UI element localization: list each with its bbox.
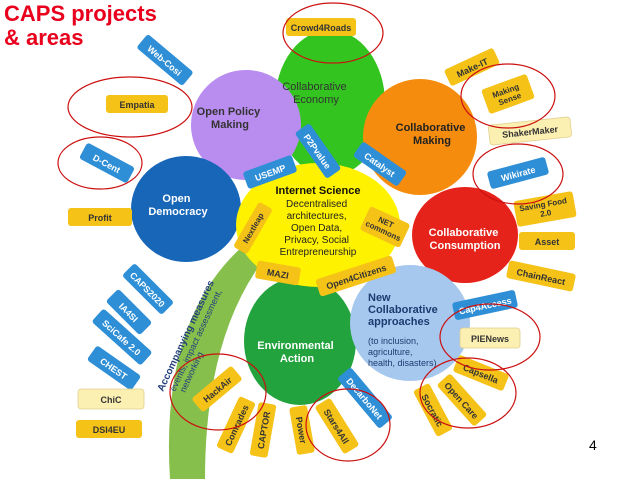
label-collaborative-economy: Collaborative Economy <box>282 81 349 106</box>
highlight-making-sense <box>460 63 556 129</box>
tag-dsi4eu: DSI4EU <box>76 420 142 438</box>
label-open-policy-making: Open Policy Making <box>197 106 264 131</box>
center-internet-science <box>236 163 400 287</box>
tag-shakermaker: ShakerMaker <box>488 116 572 146</box>
tag-power: Power <box>289 405 315 455</box>
svg-text:Empatia: Empatia <box>119 100 155 110</box>
tag-asset: Asset <box>519 232 575 250</box>
highlight-stars4all <box>305 388 391 462</box>
svg-text:DSI4EU: DSI4EU <box>93 425 126 435</box>
center-body: Decentralised architectures, Open Data, … <box>280 199 357 258</box>
tag-usemp: USEMP <box>243 155 297 189</box>
label-new-approaches-note: (to inclusion, agriculture, health, disa… <box>368 336 437 368</box>
tag-mazi: MAZI <box>255 260 301 286</box>
tag-making-sense: Making Sense <box>481 74 535 114</box>
highlight-open-care <box>419 357 517 429</box>
tag-comrades: Comrades <box>216 396 256 454</box>
tag-net-commons: NET commons <box>360 206 410 248</box>
highlight-empatia <box>67 76 193 138</box>
petal-environmental-action <box>244 277 356 405</box>
page-number: 4 <box>589 437 597 453</box>
svg-text:PIENews: PIENews <box>471 334 509 344</box>
page-title: CAPS projects & areas <box>4 2 157 50</box>
petal-open-policy-making <box>191 70 301 180</box>
petal-new-approaches <box>350 265 470 381</box>
tag-wikirate: Wikirate <box>487 157 549 189</box>
center-title: Internet Science <box>276 185 361 197</box>
tag-empatia: Empatia <box>106 95 168 113</box>
tag-crowd4roads: Crowd4Roads <box>286 18 356 36</box>
svg-text:ChiC: ChiC <box>101 395 122 405</box>
highlight-d-cent <box>57 136 143 190</box>
svg-text:Power: Power <box>294 416 309 445</box>
tag-profit: Profit <box>68 208 132 226</box>
petal-collaborative-consumption <box>412 187 518 283</box>
svg-text:Asset: Asset <box>535 237 560 247</box>
petal-open-democracy <box>131 156 241 262</box>
highlight-wikirate <box>472 143 564 205</box>
tag-pienews: PIENews <box>459 327 521 349</box>
label-collaborative-consumption: Collaborative Consumption <box>429 227 502 252</box>
tag-saving-food: Saving Food 2.0 <box>513 191 577 227</box>
svg-text:Crowd4Roads: Crowd4Roads <box>291 23 352 33</box>
highlight-hackair <box>169 353 267 431</box>
tag-decarbonet: DecarboNet <box>338 368 392 428</box>
tag-cap4access: Cap4Access <box>452 290 518 320</box>
tag-d-cent: D-Cent <box>79 143 135 183</box>
svg-text:DecarboNet: DecarboNet <box>344 376 384 421</box>
tag-make-it: Make-IT <box>444 48 500 86</box>
svg-text:MAZI: MAZI <box>266 267 289 281</box>
tag-chic: ChiC <box>77 388 145 410</box>
accompanying-measures-arc <box>168 246 262 479</box>
highlight-circles <box>57 2 564 462</box>
label-collaborative-making: Collaborative Making <box>396 122 469 147</box>
tag-captor: CAPTOR <box>249 402 277 458</box>
highlight-pienews <box>439 303 541 371</box>
label-environmental-action: Environmental Action <box>257 340 336 365</box>
tag-chainreact: ChainReact <box>506 260 576 292</box>
highlight-crowd4roads <box>282 2 384 64</box>
label-open-democracy: Open Democracy <box>148 193 208 218</box>
svg-text:Profit: Profit <box>88 213 112 223</box>
title-line-1: CAPS projects <box>4 1 157 26</box>
tag-stars4all: Stars4All <box>315 398 359 454</box>
label-new-approaches: New Collaborative approaches <box>368 292 441 328</box>
title-line-2: & areas <box>4 25 84 50</box>
